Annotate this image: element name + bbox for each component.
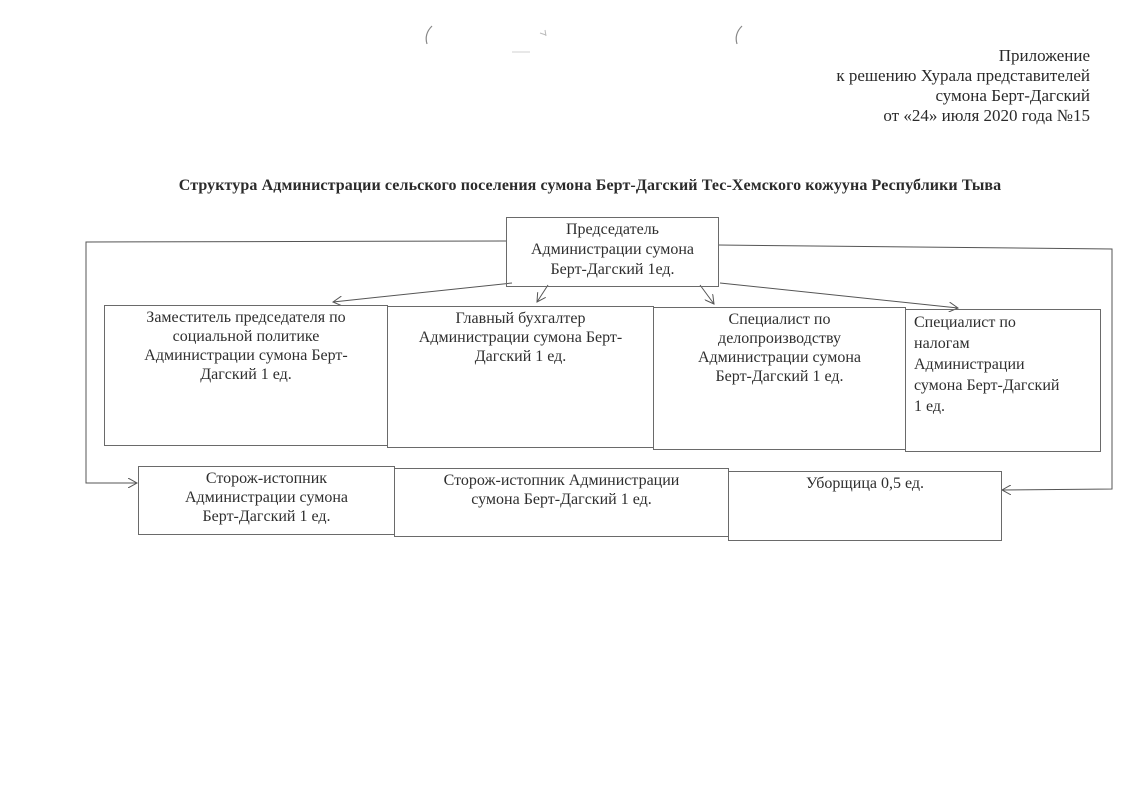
tax-specialist-line-2: налогам — [914, 335, 970, 352]
appendix-header: Приложение к решению Хурала представител… — [836, 46, 1090, 126]
connector-chairman-cleaner — [717, 244, 1113, 490]
records-specialist-line-4: Берт-Дагский 1 ед. — [715, 368, 844, 385]
records-specialist-line-1: Специалист по — [728, 311, 831, 328]
document-title: Структура Администрации сельского поселе… — [178, 177, 1002, 194]
chairman-line-2: Администрации сумона — [530, 241, 695, 258]
connector-chairman-records — [699, 284, 714, 304]
cleaner-box: Уборщица 0,5 ед. — [728, 471, 1002, 541]
chief-accountant-line-3: Дагский 1 ед. — [474, 348, 567, 365]
deputy-chairman-box: Заместитель председателя по социальной п… — [104, 305, 388, 446]
watchman-1-line-3: Берт-Дагский 1 ед. — [202, 508, 331, 525]
chief-accountant-box: Главный бухгалтер Администрации сумона Б… — [387, 306, 654, 448]
watchman-stoker-box-1: Сторож-истопник Администрации сумона Бер… — [138, 466, 395, 535]
watchman-stoker-box-2: Сторож-истопник Администрации сумона Бер… — [394, 468, 729, 537]
connector-chairman-accountant — [537, 284, 549, 302]
connector-chairman-deputy — [333, 282, 513, 302]
tax-specialist-box: Специалист по налогам Администрации сумо… — [905, 309, 1101, 452]
records-specialist-line-2: делопроизводству — [718, 330, 841, 347]
tax-specialist-line-4: сумона Берт-Дагский — [914, 377, 1060, 394]
chairman-line-3: Берт-Дагский 1ед. — [550, 261, 675, 278]
appendix-line-3: сумона Берт-Дагский — [935, 86, 1090, 105]
appendix-line-4: от «24» июля 2020 года №15 — [883, 106, 1090, 125]
cleaner-line-1: Уборщица 0,5 ед. — [805, 475, 925, 492]
watchman-2-line-2: сумона Берт-Дагский 1 ед. — [471, 491, 652, 508]
deputy-chairman-line-3: Администрации сумона Берт- — [144, 347, 348, 364]
deputy-chairman-line-1: Заместитель председателя по — [146, 309, 346, 326]
appendix-line-1: Приложение — [998, 46, 1090, 65]
tax-specialist-line-1: Специалист по — [914, 314, 1016, 331]
chairman-box: Председатель Администрации сумона Берт-Д… — [506, 217, 719, 287]
tax-specialist-line-5: 1 ед. — [914, 398, 946, 415]
scan-marks — [425, 25, 743, 53]
chief-accountant-line-2: Администрации сумона Берт- — [418, 329, 623, 346]
tax-specialist-line-3: Администрации — [914, 356, 1025, 373]
watchman-2-line-1: Сторож-истопник Администрации — [443, 472, 680, 489]
records-specialist-line-3: Администрации сумона — [697, 349, 862, 366]
watchman-1-line-2: Администрации сумона — [184, 489, 349, 506]
connector-chairman-watchman — [85, 240, 507, 483]
watchman-1-line-1: Сторож-истопник — [205, 470, 328, 487]
records-specialist-box: Специалист по делопроизводству Администр… — [653, 307, 906, 450]
chairman-line-1: Председатель — [566, 221, 659, 238]
connector-chairman-tax — [719, 282, 958, 308]
deputy-chairman-line-2: социальной политике — [172, 328, 320, 345]
deputy-chairman-line-4: Дагский 1 ед. — [200, 366, 292, 383]
appendix-line-2: к решению Хурала представителей — [836, 66, 1090, 85]
chief-accountant-line-1: Главный бухгалтер — [455, 310, 586, 327]
